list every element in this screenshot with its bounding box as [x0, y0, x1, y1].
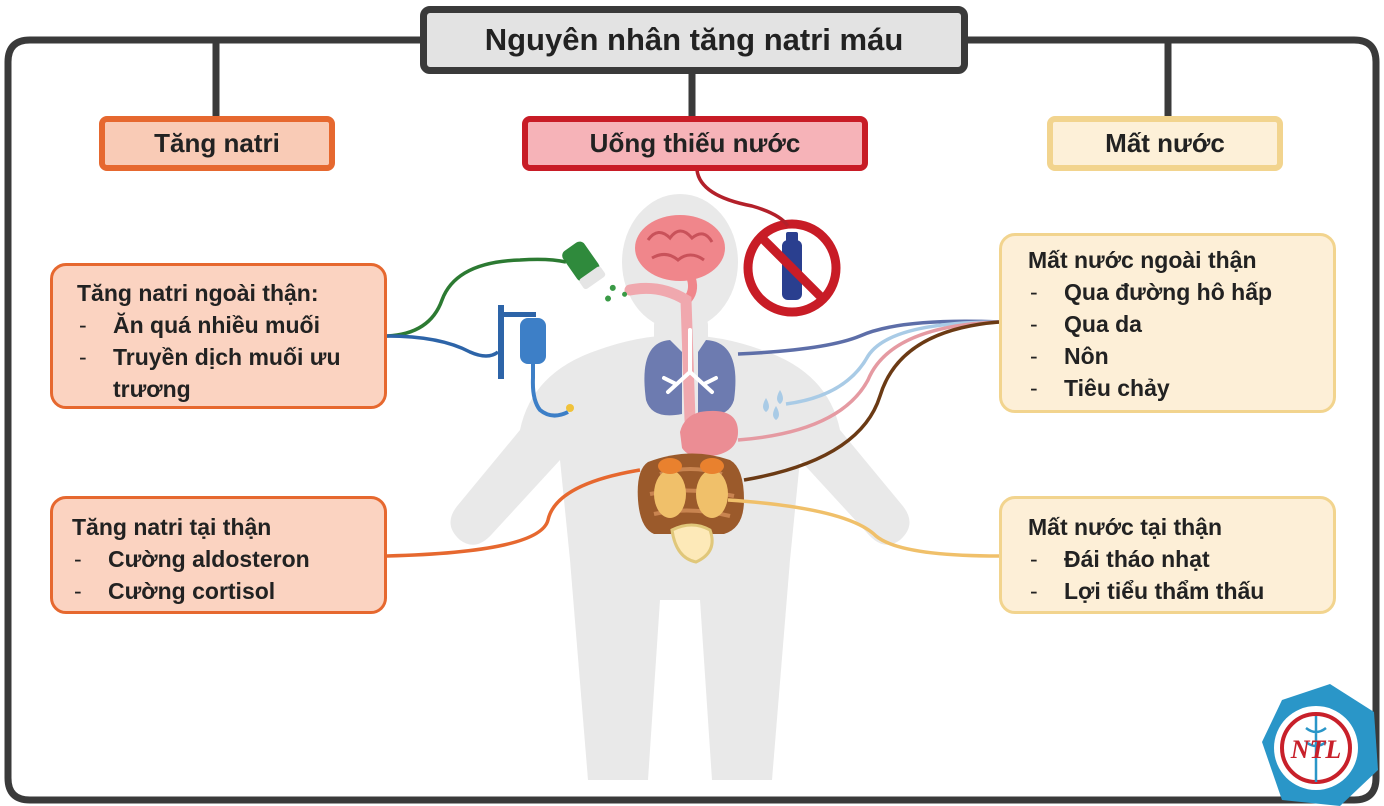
list-item: Lợi tiểu thẩm thấu: [1028, 575, 1315, 607]
curve-renal-water: [727, 498, 1000, 558]
stomach-icon: [680, 410, 738, 457]
category-low-water-intake: Uống thiếu nước: [522, 116, 868, 171]
esophagus: [624, 282, 696, 426]
no-water-bottle-icon: [743, 219, 841, 317]
curve-renal-sodium: [386, 468, 641, 558]
list-item: Qua da: [1028, 308, 1315, 340]
list-item: Ăn quá nhiều muối: [77, 309, 366, 341]
panel-extrarenal-water-loss: Mất nước ngoài thận Qua đường hô hấp Qua…: [999, 233, 1336, 413]
salt-shaker-icon: [562, 241, 628, 302]
list-item: Qua đường hô hấp: [1028, 276, 1315, 308]
list-item: Đái tháo nhạt: [1028, 543, 1315, 575]
list-item: Nôn: [1028, 340, 1315, 372]
panel-heading: Tăng natri tại thận: [72, 514, 272, 540]
panel-list: Ăn quá nhiều muối Truyền dịch muối ưu tr…: [77, 309, 366, 405]
curve-vomit: [737, 320, 1000, 442]
panel-list: Cường aldosteron Cường cortisol: [72, 543, 366, 607]
list-item: Cường cortisol: [72, 575, 366, 607]
panel-heading: Mất nước tại thận: [1028, 514, 1223, 540]
bladder-icon: [670, 523, 714, 564]
panel-renal-water-loss: Mất nước tại thận Đái tháo nhạt Lợi tiểu…: [999, 496, 1336, 614]
curve-iv: [386, 334, 500, 358]
droplets-icon: [763, 390, 783, 420]
ntl-logo-icon: [1262, 684, 1378, 806]
curve-diarrhea: [743, 320, 1000, 482]
curve-salt: [386, 257, 567, 338]
list-item: Truyền dịch muối ưu trương: [77, 341, 366, 405]
intestines-icon: [637, 453, 744, 534]
panel-heading: Mất nước ngoài thận: [1028, 247, 1257, 273]
panel-heading: Tăng natri ngoài thận:: [77, 280, 319, 306]
curve-skin: [785, 320, 1000, 406]
list-item: Cường aldosteron: [72, 543, 366, 575]
panel-renal-sodium-gain: Tăng natri tại thận Cường aldosteron Cườ…: [50, 496, 387, 614]
curve-uong-thieu-nuoc: [695, 169, 790, 228]
panel-list: Đái tháo nhạt Lợi tiểu thẩm thấu: [1028, 543, 1315, 607]
category-water-loss: Mất nước: [1047, 116, 1283, 171]
list-item: Tiêu chảy: [1028, 372, 1315, 404]
outer-frame: [4, 36, 1380, 804]
curve-respiratory: [737, 319, 1000, 356]
panel-extrarenal-sodium-gain: Tăng natri ngoài thận: Ăn quá nhiều muối…: [50, 263, 387, 409]
category-sodium-gain: Tăng natri: [99, 116, 335, 171]
diagram-title: Nguyên nhân tăng natri máu: [420, 6, 968, 74]
kidneys-icon: [654, 458, 728, 518]
lungs-icon: [644, 328, 736, 416]
panel-list: Qua đường hô hấp Qua da Nôn Tiêu chảy: [1028, 276, 1315, 404]
iv-drip-icon: [498, 305, 574, 418]
